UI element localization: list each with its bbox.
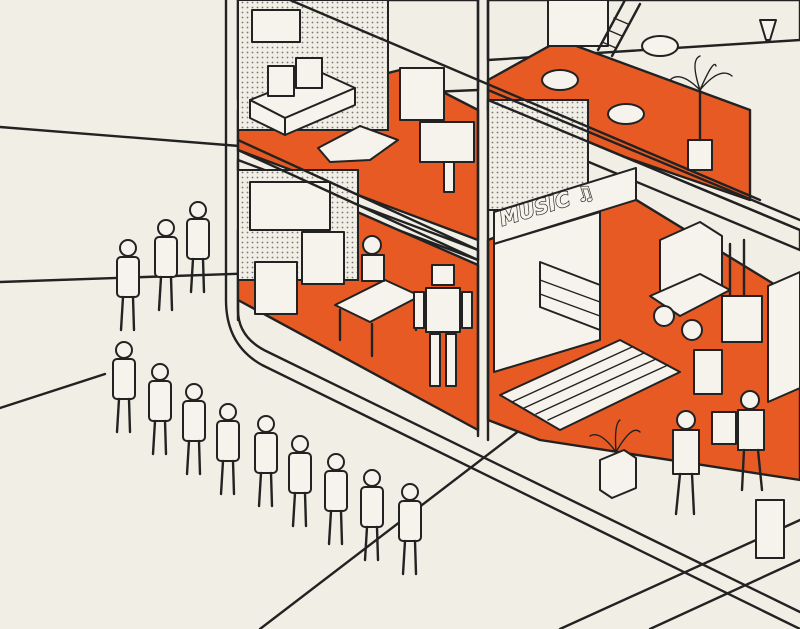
stairs [499,339,681,431]
queue-person [360,469,384,562]
door [767,271,800,403]
store-person-carrying-records [711,390,765,492]
robot [413,264,473,387]
lamp [759,19,777,41]
dj-person [362,235,382,255]
tv [419,121,475,163]
ladder [596,0,642,58]
palm-plant [669,55,733,171]
speaker [301,231,345,285]
room-music: MUSIC ♫ [486,98,800,559]
store-person [672,410,700,516]
speaker [254,261,298,315]
forklift [649,221,763,343]
queue-person [216,403,240,496]
queue-person [288,435,312,528]
room-monkeys [486,0,800,202]
queue-person [148,363,172,456]
queue-person [116,239,140,332]
sofa [249,57,356,136]
speaker-tower [755,499,785,559]
cabinet [399,67,445,121]
queue-person [324,453,348,546]
queue-person [254,415,278,508]
tiger-rug [317,125,399,163]
record-shelf [539,261,601,331]
queue-person [182,383,206,476]
monkey [541,69,579,91]
queue-person [112,341,136,434]
poster [249,181,331,231]
room-living [236,0,480,242]
monkey [641,35,679,57]
wall-picture [251,9,301,43]
potted-plant [589,419,641,499]
queue-person [154,219,178,312]
queue-person [398,483,422,576]
monkey [607,103,645,125]
floor-dividers [236,0,800,442]
bin [693,349,723,395]
queue-person [186,201,210,294]
queue-of-people [112,201,422,576]
